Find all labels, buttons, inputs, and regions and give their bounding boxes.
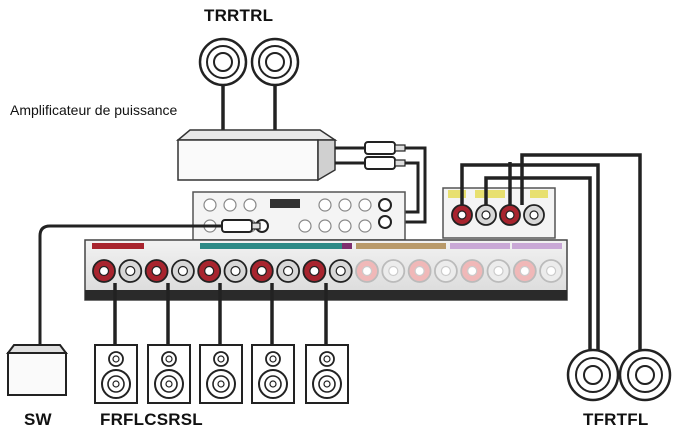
label-strip-2 [262, 243, 342, 249]
speaker-box-icon-2 [199, 344, 243, 404]
front-wide-terminal-1 [475, 204, 497, 226]
speaker-terminal-17 [539, 259, 563, 283]
top-speaker-right [250, 37, 300, 87]
speaker-box-icon-4 [305, 344, 349, 404]
subwoofer-box-icon [6, 344, 68, 396]
speaker-terminal-9 [328, 259, 353, 283]
label-strip-3 [342, 243, 352, 249]
speaker-terminal-11 [381, 259, 406, 283]
label-strip-5 [450, 243, 510, 249]
amplifier-label: Amplificateur de puissance [10, 102, 178, 118]
front-wide-terminal-3 [523, 204, 545, 226]
speaker-terminal-7 [276, 259, 301, 283]
speaker-terminal-6 [249, 259, 274, 283]
rca-plug-1 [364, 141, 406, 155]
top-speaker-left [198, 37, 248, 87]
label-strip-0 [92, 243, 144, 249]
speaker-box-icon-1 [147, 344, 191, 404]
speaker-terminal-5 [223, 259, 248, 283]
speaker-box-icon-0 [94, 344, 138, 404]
front-wide-speaker-right [618, 348, 672, 402]
speaker-terminal-1 [118, 259, 143, 283]
speaker-terminal-10 [355, 259, 379, 283]
front-wide-terminal-0 [451, 204, 473, 226]
speaker-terminal-0 [92, 259, 116, 283]
speaker-terminal-14 [460, 259, 485, 283]
rca-plug-2 [364, 156, 406, 170]
front-wide-terminal-2 [499, 204, 521, 226]
front-wide-speaker-left [566, 348, 620, 402]
front-wide-terminal-block [442, 187, 556, 239]
label-strip-1 [200, 243, 262, 249]
speaker-terminal-12 [407, 259, 432, 283]
speaker-terminal-2 [144, 259, 169, 283]
speaker-terminal-16 [512, 259, 537, 283]
speaker-box-icon-3 [251, 344, 295, 404]
speaker-terminal-15 [486, 259, 511, 283]
speaker-terminal-4 [197, 259, 222, 283]
label-strip-4 [356, 243, 446, 249]
front-speakers-label: FRFLCSRSL [100, 410, 203, 429]
front-wide-speakers-label: TFRTFL [583, 410, 649, 429]
label-strip-6 [512, 243, 562, 249]
subwoofer-label: SW [24, 410, 52, 429]
top-speakers-label: TRRTRL [204, 6, 274, 25]
speaker-terminal-8 [302, 259, 327, 283]
power-amplifier [175, 129, 338, 182]
speaker-terminal-3 [170, 259, 195, 283]
speaker-terminal-13 [433, 259, 458, 283]
